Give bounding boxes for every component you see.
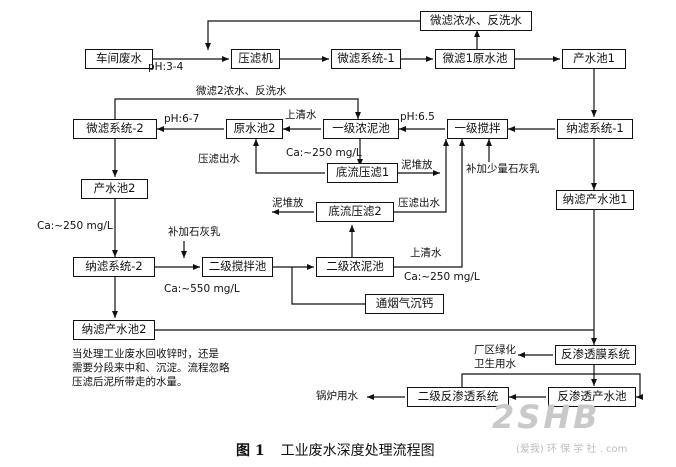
box-microfilter1-raw-tank: 微滤1原水池 xyxy=(435,49,515,69)
box-bottom-press-1: 底流压滤1 xyxy=(327,163,398,183)
box-secondary-thickener: 二级浓泥池 xyxy=(316,257,394,277)
label-mud-stack-2: 泥堆放 xyxy=(272,197,304,209)
box-raw-tank-2: 原水池2 xyxy=(226,119,283,139)
label-add-lime-small: 补加少量石灰乳 xyxy=(466,163,540,175)
box-product-tank-2: 产水池2 xyxy=(81,179,148,199)
note-line-1: 当处理工业废水回收锌时，还是 xyxy=(72,348,219,360)
box-workshop-wastewater: 车间废水 xyxy=(85,49,153,69)
box-nf-product-tank-1: 纳滤产水池1 xyxy=(556,190,634,210)
box-ro-product-tank: 反渗透产水池 xyxy=(548,387,636,407)
figure-number: 图 1 xyxy=(236,443,265,459)
arrow-thickener2-supernatant xyxy=(394,139,465,268)
label-ph-6-5: pH:6.5 xyxy=(400,111,435,123)
label-press-water-1: 压滤出水 xyxy=(198,153,240,165)
box-microfilter-1: 微滤系统-1 xyxy=(331,49,401,69)
box-bottom-press-2: 底流压滤2 xyxy=(316,202,394,222)
watermark-site: (爱我) 环 保 学 社 . com xyxy=(516,444,628,455)
label-greening-line2: 卫生用水 xyxy=(474,358,516,370)
box-mf-concentrate-backwash: 微滤浓水、反洗水 xyxy=(420,11,532,31)
box-filter-press: 压滤机 xyxy=(231,49,280,69)
label-add-lime: 补加石灰乳 xyxy=(168,226,221,238)
label-mud-stack-1: 泥堆放 xyxy=(401,159,433,171)
label-supernatant-1: 上清水 xyxy=(285,109,317,121)
note-line-3: 压滤后泥所带走的水量。 xyxy=(72,376,188,388)
box-secondary-ro-system: 二级反渗透系统 xyxy=(407,387,509,407)
label-ca-550: Ca:~550 mg/L xyxy=(164,283,240,295)
label-press-water-2: 压滤出水 xyxy=(398,197,440,209)
box-primary-mixing: 一级搅拌 xyxy=(447,119,508,139)
label-ca-250-c: Ca:~250 mg/L xyxy=(404,271,480,283)
label-boiler-water: 锅炉用水 xyxy=(316,390,358,402)
label-mf2-concentrate: 微滤2浓水、反洗水 xyxy=(196,85,287,97)
box-flue-gas-precipitation: 通烟气沉钙 xyxy=(365,294,444,314)
box-nanofilter-2: 纳滤系统-2 xyxy=(73,257,155,277)
note-line-2: 需要分段来中和、沉淀。流程忽略 xyxy=(72,362,230,374)
box-nf-product-tank-2: 纳滤产水池2 xyxy=(73,320,155,340)
box-nanofilter-1: 纳滤系统-1 xyxy=(557,119,633,139)
box-product-tank-1: 产水池1 xyxy=(562,49,626,69)
arrow-concentrate-back-to-press xyxy=(205,20,420,50)
watermark-logo: 2SHB xyxy=(492,398,601,436)
box-secondary-mixing: 二级搅拌池 xyxy=(202,257,273,277)
process-note: 当处理工业废水回收锌时，还是 需要分段来中和、沉淀。流程忽略 压滤后泥所带走的水… xyxy=(72,347,277,389)
label-supernatant-2: 上清水 xyxy=(410,247,442,259)
box-ro-membrane-system: 反渗透膜系统 xyxy=(555,345,636,365)
box-microfilter-2: 微滤系统-2 xyxy=(73,119,157,139)
label-ca-250-b: Ca:~250 mg/L xyxy=(37,220,113,232)
label-ph-3-4: pH:3-4 xyxy=(148,61,184,73)
arrow-secondary-ro-return xyxy=(461,373,643,400)
figure-title: 工业废水深度处理流程图 xyxy=(280,443,435,459)
label-greening-line1: 厂区绿化 xyxy=(474,344,516,356)
label-ca-250-a: Ca:~250 mg/L xyxy=(286,147,362,159)
box-primary-thickener: 一级浓泥池 xyxy=(323,119,399,139)
arrow-flue-to-thickener2 xyxy=(291,267,365,305)
arrow-mf2-concentrate-loop xyxy=(114,98,361,121)
arrow-press1-to-raw2 xyxy=(253,139,325,174)
label-ph-6-7: pH:6-7 xyxy=(164,113,200,125)
figure-caption: 图 1 工业废水深度处理流程图 xyxy=(236,440,435,460)
arrow-press2-water-back xyxy=(394,139,449,213)
